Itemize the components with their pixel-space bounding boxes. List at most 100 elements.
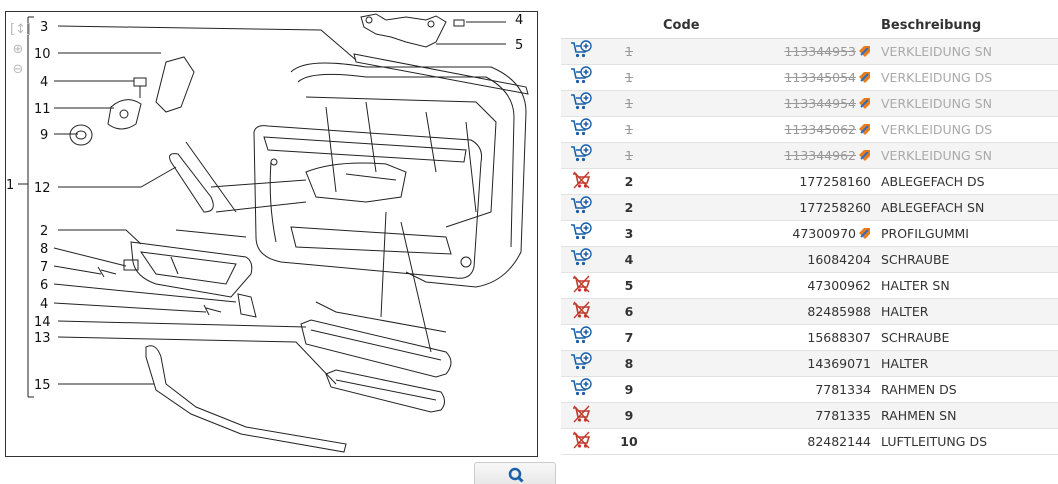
position-number: 9	[601, 402, 657, 429]
callout-2[interactable]: 2	[40, 224, 48, 239]
callout-1[interactable]: 1	[6, 178, 14, 193]
callout-15[interactable]: 15	[34, 378, 51, 393]
callout-8[interactable]: 8	[40, 242, 48, 257]
part-code[interactable]: 7781335	[657, 402, 877, 429]
callout-13[interactable]: 13	[34, 331, 51, 346]
supersession-info-icon[interactable]	[856, 226, 871, 241]
part-description: VERKLEIDUNG SN	[877, 142, 1058, 169]
position-number: 5	[601, 272, 657, 299]
part-code[interactable]: 15688307	[657, 324, 877, 351]
supersession-info-icon[interactable]	[856, 122, 871, 137]
add-to-cart-icon[interactable]	[570, 222, 592, 245]
position-number: 1	[601, 116, 657, 143]
add-to-cart-icon[interactable]	[570, 248, 592, 271]
part-description: ABLEGEFACH SN	[877, 194, 1058, 221]
add-to-cart-icon[interactable]	[570, 378, 592, 401]
callout-12[interactable]: 12	[34, 181, 51, 196]
cart-unavailable-icon	[570, 430, 592, 453]
callout-10[interactable]: 10	[34, 47, 51, 62]
add-to-cart-icon[interactable]	[570, 66, 592, 89]
position-number: 1	[601, 38, 657, 65]
callout-4[interactable]: 4	[40, 75, 48, 90]
part-code-text: 47300970	[792, 226, 856, 241]
header-description[interactable]: Beschreibung	[877, 12, 1058, 39]
part-code[interactable]: 113345062	[657, 116, 877, 143]
position-number: 1	[601, 142, 657, 169]
supersession-info-icon[interactable]	[856, 148, 871, 163]
part-code[interactable]: 82485988	[657, 298, 877, 325]
callout-7[interactable]: 7	[40, 260, 48, 275]
add-to-cart-icon[interactable]	[570, 118, 592, 141]
part-code-text: 15688307	[807, 330, 871, 345]
fit-icon[interactable]: [↕]	[10, 22, 32, 37]
supersession-info-icon[interactable]	[856, 44, 871, 59]
position-number: 8	[601, 350, 657, 377]
part-code[interactable]: 177258160	[657, 168, 877, 195]
cart-cell	[561, 220, 601, 247]
parts-diagram[interactable]: 3 10 4 11 9 1 12 2 8 7 6 4 14 13 15 4 5 …	[5, 11, 538, 457]
supersession-info-icon[interactable]	[856, 70, 871, 85]
search-button[interactable]	[474, 462, 556, 484]
callout-11[interactable]: 11	[34, 102, 51, 117]
zoom-toolbar: [↕] ⊕ ⊖	[10, 22, 32, 82]
part-code[interactable]: 82482144	[657, 428, 877, 455]
part-code-text: 82485988	[807, 304, 871, 319]
callout-14[interactable]: 14	[34, 315, 51, 330]
part-code[interactable]: 47300970	[657, 220, 877, 247]
part-code[interactable]: 113344954	[657, 90, 877, 117]
callout-4c[interactable]: 4	[515, 13, 523, 28]
part-code[interactable]: 16084204	[657, 246, 877, 273]
add-to-cart-icon[interactable]	[570, 352, 592, 375]
header-code[interactable]: Code	[657, 12, 877, 39]
callout-3[interactable]: 3	[40, 20, 48, 35]
zoom-in-icon[interactable]: ⊕	[12, 42, 24, 57]
callout-4b[interactable]: 4	[40, 297, 48, 312]
cart-cell	[561, 38, 601, 65]
cart-cell	[561, 246, 601, 273]
cart-cell	[561, 324, 601, 351]
part-code[interactable]: 113345054	[657, 64, 877, 91]
add-to-cart-icon[interactable]	[570, 92, 592, 115]
callout-5[interactable]: 5	[515, 38, 523, 53]
callout-9[interactable]: 9	[40, 128, 48, 143]
cart-cell	[561, 298, 601, 325]
part-code[interactable]: 177258260	[657, 194, 877, 221]
cart-cell	[561, 402, 601, 429]
part-code-text: 7781335	[815, 408, 871, 423]
part-code[interactable]: 113344962	[657, 142, 877, 169]
part-code[interactable]: 14369071	[657, 350, 877, 377]
part-code-text: 177258260	[799, 200, 871, 215]
table-header: Code Beschreibung	[561, 12, 1058, 39]
cart-cell	[561, 168, 601, 195]
part-code[interactable]: 113344953	[657, 38, 877, 65]
add-to-cart-icon[interactable]	[570, 196, 592, 219]
part-code[interactable]: 7781334	[657, 376, 877, 403]
add-to-cart-icon[interactable]	[570, 144, 592, 167]
cart-cell	[561, 142, 601, 169]
position-number: 3	[601, 220, 657, 247]
supersession-info-icon[interactable]	[856, 96, 871, 111]
part-description: VERKLEIDUNG DS	[877, 116, 1058, 143]
add-to-cart-icon[interactable]	[570, 326, 592, 349]
cart-cell	[561, 272, 601, 299]
add-to-cart-icon[interactable]	[570, 40, 592, 63]
callout-6[interactable]: 6	[40, 278, 48, 293]
zoom-out-icon[interactable]: ⊖	[12, 62, 24, 77]
part-code[interactable]: 47300962	[657, 272, 877, 299]
